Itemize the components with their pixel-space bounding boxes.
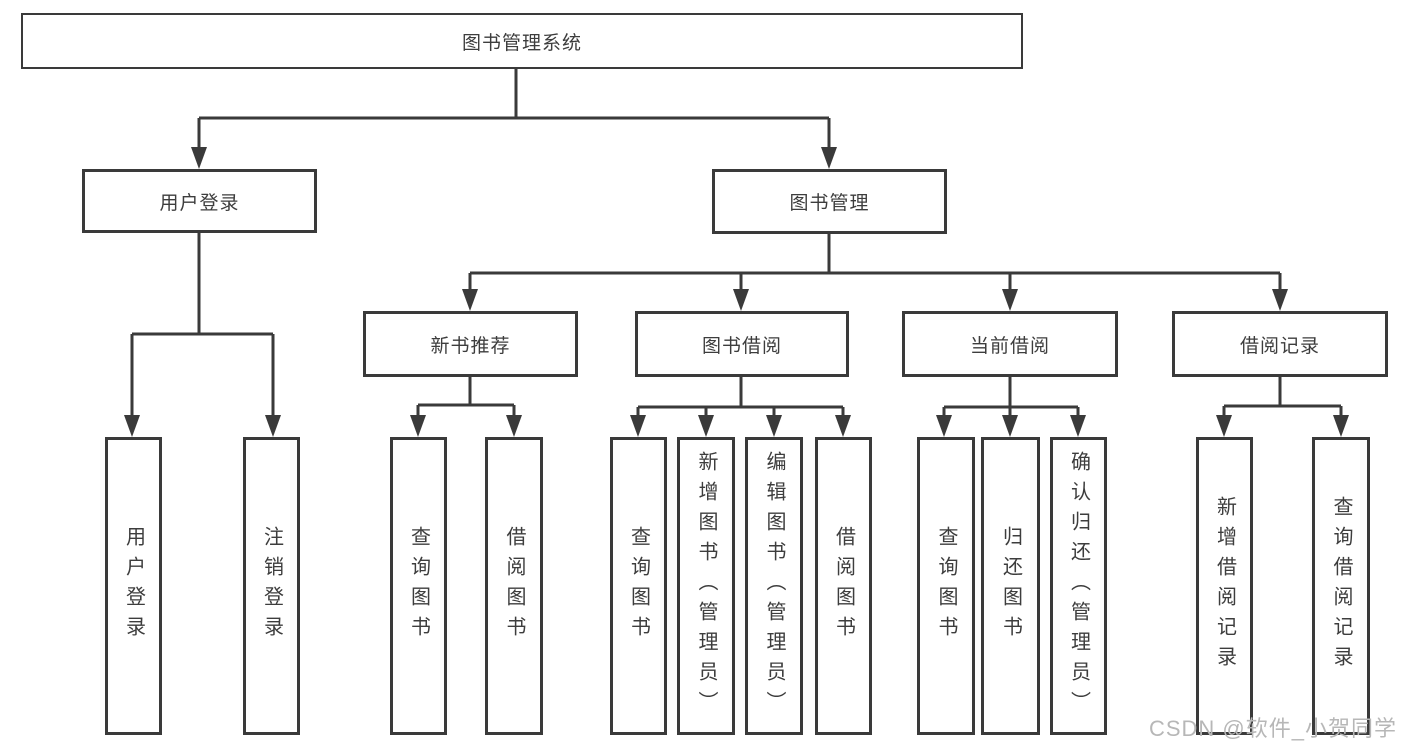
leaf-query-books-2: 查询图书	[610, 437, 667, 735]
leaf-borrow-books-2: 借阅图书	[815, 437, 872, 735]
node-label: 新书推荐	[430, 335, 511, 357]
node-label: 归还图书	[999, 526, 1022, 646]
node-label: 借阅图书	[832, 526, 855, 646]
node-label: 当前借阅	[969, 335, 1050, 357]
node-label: 图书借阅	[701, 335, 782, 357]
node-book-management: 图书管理	[712, 169, 947, 234]
node-label: 借阅记录	[1239, 335, 1320, 357]
leaf-return-books: 归还图书	[981, 437, 1040, 735]
arrowheads	[124, 147, 1349, 437]
node-current-borrowing: 当前借阅	[902, 311, 1118, 377]
leaf-query-books-1: 查询图书	[390, 437, 447, 735]
node-label: 用户登录	[122, 526, 145, 646]
leaf-logout: 注销登录	[243, 437, 300, 735]
leaf-borrow-books-1: 借阅图书	[485, 437, 543, 735]
node-label: 借阅图书	[503, 526, 525, 646]
node-label: 查询图书	[627, 526, 650, 646]
node-user-login: 用户登录	[82, 169, 317, 233]
node-label: 注销登录	[260, 526, 283, 646]
node-label: 图书管理	[789, 193, 870, 214]
leaf-add-books-admin: 新增图书（管理员）	[677, 437, 735, 735]
leaf-query-books-3: 查询图书	[917, 437, 975, 735]
node-label: 新增借阅记录	[1213, 496, 1236, 676]
node-label: 确认归还（管理员）	[1067, 451, 1090, 721]
leaf-confirm-return-admin: 确认归还（管理员）	[1050, 437, 1107, 735]
leaf-user-login: 用户登录	[105, 437, 162, 735]
node-label: 查询图书	[407, 526, 430, 646]
node-label: 查询借阅记录	[1330, 496, 1352, 676]
leaf-add-borrow-record: 新增借阅记录	[1196, 437, 1253, 735]
node-label: 用户登录	[159, 192, 240, 214]
node-new-book-recommend: 新书推荐	[363, 311, 578, 377]
node-borrow-records: 借阅记录	[1172, 311, 1388, 377]
node-book-borrowing: 图书借阅	[635, 311, 849, 377]
node-label: 新增图书（管理员）	[695, 451, 717, 721]
node-root-system: 图书管理系统	[21, 13, 1023, 69]
node-label: 编辑图书（管理员）	[763, 451, 785, 721]
leaf-edit-books-admin: 编辑图书（管理员）	[745, 437, 803, 735]
csdn-watermark: CSDN @软件_小贺同学	[1148, 716, 1397, 741]
leaf-query-borrow-record: 查询借阅记录	[1312, 437, 1370, 735]
node-label: 图书管理系统	[461, 32, 582, 54]
node-label: 查询图书	[935, 526, 957, 646]
